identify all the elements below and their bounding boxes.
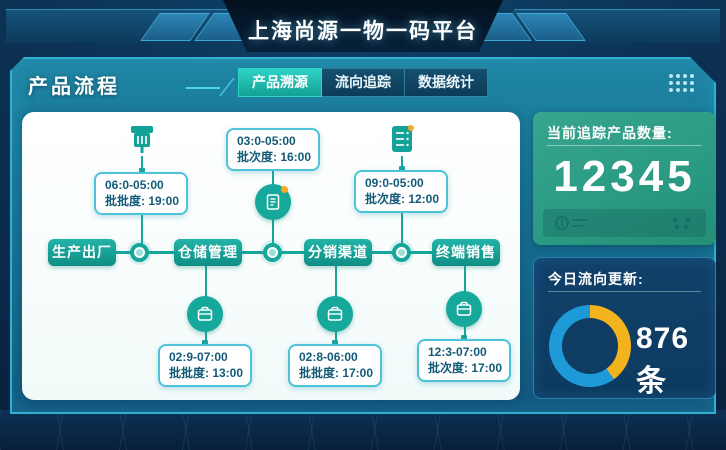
stage-warehouse: 仓储管理 bbox=[174, 239, 242, 266]
junction-dot bbox=[202, 340, 208, 346]
annotation-box: 09:0-05:00 批次度: 12:00 bbox=[354, 170, 448, 213]
document-icon bbox=[255, 184, 291, 220]
annotation-time: 02:8-06:00 bbox=[299, 350, 358, 364]
annotation-box: 02:9-07:00 批批度: 13:00 bbox=[158, 344, 252, 387]
money-list-icon bbox=[555, 215, 589, 231]
annotation-batch: 批批度: 19:00 bbox=[105, 194, 180, 208]
briefcase-icon bbox=[446, 291, 482, 327]
timeline-node bbox=[263, 243, 282, 262]
timeline-node bbox=[130, 243, 149, 262]
annotation-time: 09:0-05:00 bbox=[365, 176, 424, 190]
annotation-time: 02:9-07:00 bbox=[169, 350, 228, 364]
title-dash-decor bbox=[186, 87, 220, 89]
flow-donut-chart bbox=[549, 305, 631, 387]
annotation-time: 03:0-05:00 bbox=[237, 134, 296, 148]
junction-dot bbox=[461, 335, 467, 341]
title-slash-decor bbox=[219, 78, 235, 96]
stage-distribution: 分销渠道 bbox=[304, 239, 372, 266]
stage-retail: 终端销售 bbox=[432, 239, 500, 266]
briefcase-icon bbox=[317, 296, 353, 332]
card-title: 今日流向更新: bbox=[548, 271, 644, 287]
header-title-plate bbox=[223, 0, 503, 52]
divider bbox=[547, 145, 702, 146]
briefcase-icon bbox=[187, 296, 223, 332]
annotation-box: 06:0-05:00 批批度: 19:00 bbox=[94, 172, 188, 215]
tracking-count-value: 12345 bbox=[553, 152, 696, 201]
card-title: 当前追踪产品数量: bbox=[547, 125, 673, 141]
annotation-time: 12:3-07:00 bbox=[428, 345, 487, 359]
bin-icon bbox=[127, 124, 157, 156]
tab-flow-track[interactable]: 流向追踪 bbox=[322, 68, 405, 97]
divider bbox=[548, 291, 701, 292]
stage-production: 生产出厂 bbox=[48, 239, 116, 266]
tab-data-stats[interactable]: 数据统计 bbox=[405, 68, 488, 97]
annotation-box: 02:8-06:00 批批度: 17:00 bbox=[288, 344, 382, 387]
flow-update-card: 今日流向更新: 876条 bbox=[533, 257, 716, 399]
annotation-batch: 批次度: 16:00 bbox=[237, 150, 312, 164]
annotation-time: 06:0-05:00 bbox=[105, 178, 164, 192]
app-title: 上海尚源一物一码平台 bbox=[248, 20, 478, 43]
junction-dot bbox=[399, 166, 405, 172]
annotation-batch: 批批度: 17:00 bbox=[299, 366, 374, 380]
annotation-box: 12:3-07:00 批次度: 17:00 bbox=[417, 339, 511, 382]
junction-dot bbox=[332, 340, 338, 346]
header: 上海尚源一物一码平台 bbox=[0, 0, 726, 56]
server-icon bbox=[387, 124, 417, 156]
tracking-count-card: 当前追踪产品数量: 12345 bbox=[533, 112, 716, 245]
timeline-node bbox=[392, 243, 411, 262]
annotation-batch: 批批度: 13:00 bbox=[169, 366, 244, 380]
tab-product-trace[interactable]: 产品溯源 bbox=[238, 68, 322, 97]
annotation-batch: 批次度: 17:00 bbox=[428, 361, 503, 375]
annotation-batch: 批次度: 12:00 bbox=[365, 192, 440, 206]
tab-bar: 产品溯源 流向追踪 数据统计 bbox=[238, 68, 488, 97]
annotation-box: 03:0-05:00 批次度: 16:00 bbox=[226, 128, 320, 171]
main-panel: 产品流程 产品溯源 流向追踪 数据统计 生 bbox=[10, 57, 716, 414]
dots-pair-icon bbox=[670, 215, 694, 231]
grid-menu-icon[interactable] bbox=[669, 74, 694, 92]
flow-update-value: 876条 bbox=[636, 322, 690, 398]
background-grid bbox=[0, 410, 726, 450]
junction-dot bbox=[139, 168, 145, 174]
flow-canvas: 生产出厂 仓储管理 分销渠道 终端销售 bbox=[22, 112, 520, 400]
card-footer-bar bbox=[543, 209, 706, 237]
section-title: 产品流程 bbox=[28, 76, 120, 98]
